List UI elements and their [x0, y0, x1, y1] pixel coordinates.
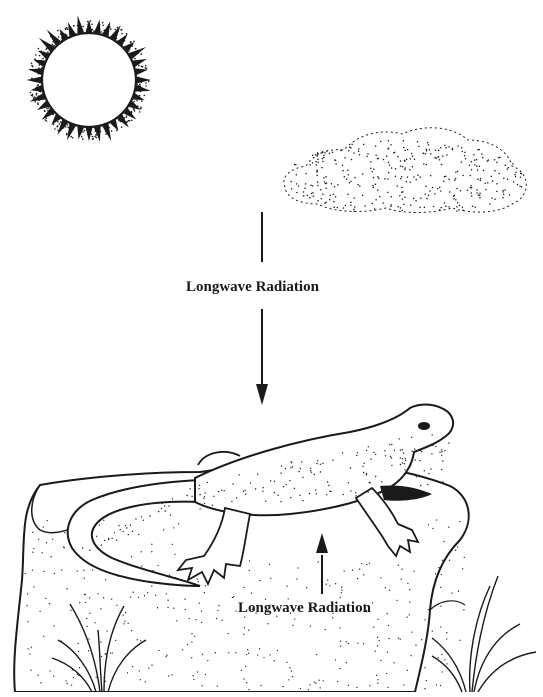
- downward-radiation-label: Longwave Radiation: [186, 279, 319, 296]
- sun-icon: [27, 15, 151, 141]
- grass-right-illustration: [432, 576, 536, 692]
- upward-radiation-label: Longwave Radiation: [238, 600, 371, 617]
- cloud-icon: [284, 128, 526, 213]
- downward-radiation-arrow: [256, 212, 268, 405]
